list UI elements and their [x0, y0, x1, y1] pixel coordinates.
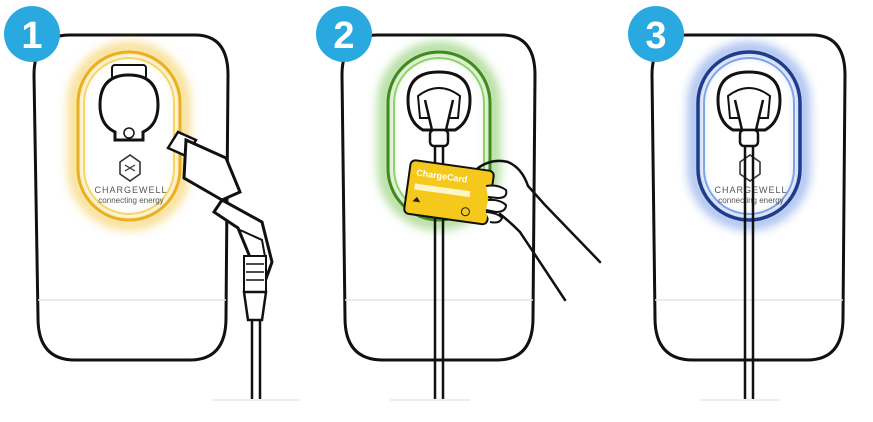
charging-cable [743, 146, 755, 400]
status-glow-ring [378, 42, 500, 230]
socket-icon [98, 64, 160, 142]
socket-icon [716, 70, 782, 148]
step-3-number: 3 [645, 15, 666, 57]
brand-name: CHARGEWELL [94, 185, 167, 195]
charge-card: ChargeCard [403, 159, 495, 226]
brand-logo-icon [739, 154, 761, 182]
brand-name: CHARGEWELL [714, 185, 787, 195]
step-2-badge: 2 [316, 6, 372, 62]
plug-connector-icon [166, 130, 274, 400]
step-1-badge: 1 [4, 6, 60, 62]
hand-holding-card-icon [476, 159, 602, 302]
step-2-panel: ChargeCard 2 [316, 6, 602, 401]
step-3-badge: 3 [628, 6, 684, 62]
status-glow-ring [688, 42, 810, 230]
socket-icon [406, 70, 472, 148]
step-1-number: 1 [21, 15, 42, 57]
step-3-panel: CHARGEWELL connecting energy 3 [628, 6, 847, 401]
brand-tagline: connecting energy [98, 196, 163, 205]
brand-tagline: connecting energy [718, 196, 783, 205]
step-2-number: 2 [333, 15, 354, 57]
step-1-panel: CHARGEWELL connecting energy 1 [4, 6, 300, 401]
brand-logo-icon [119, 154, 141, 182]
